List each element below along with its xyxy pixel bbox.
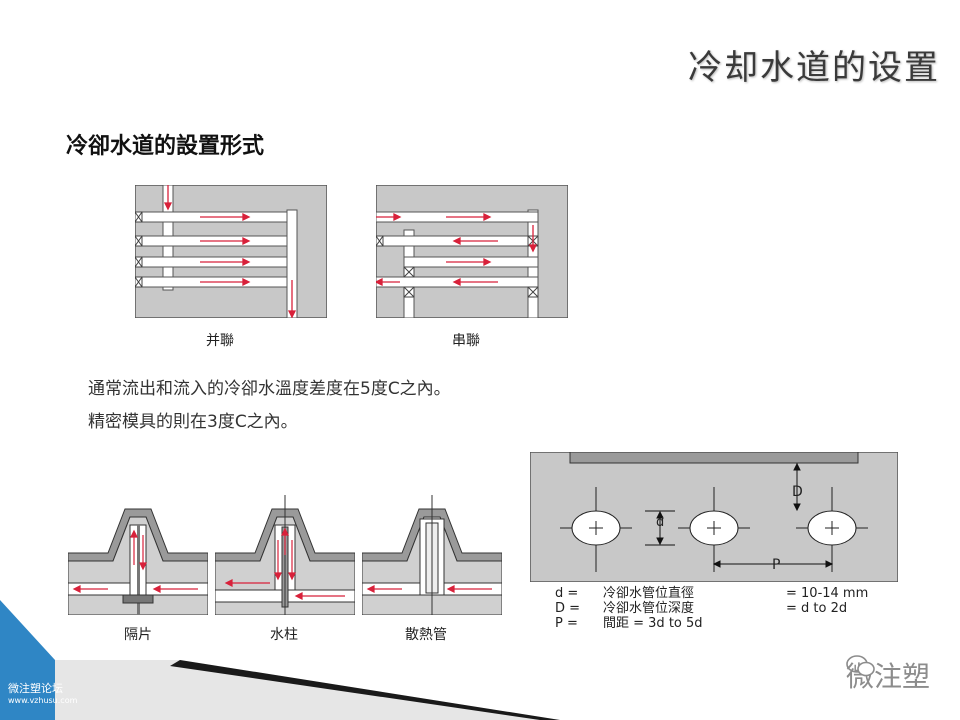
- slide-title: 冷却水道的设置: [688, 48, 940, 88]
- parallel-cooling-diagram: [135, 185, 327, 318]
- legend-row-D: D = 冷卻水管位深度 = d to 2d: [555, 601, 868, 616]
- legend-value: = 10-14 mm: [786, 586, 869, 601]
- wechat-icon: [846, 655, 875, 677]
- parallel-caption: 并聯: [206, 333, 234, 349]
- heat-pipe-caption: 散熱管: [405, 627, 447, 643]
- legend-name: 冷卻水管位直徑: [603, 586, 695, 601]
- baffle-caption: 隔片: [124, 627, 152, 643]
- legend-value: = d to 2d: [786, 601, 848, 616]
- heat-pipe-diagram: [362, 495, 502, 615]
- water-column-diagram: [215, 495, 355, 615]
- baffle-diagram: [68, 508, 208, 615]
- forum-name: 微注塑论坛: [8, 682, 63, 695]
- legend-symbol: D =: [555, 601, 581, 616]
- column-caption: 水柱: [270, 627, 298, 643]
- label-d: d: [656, 515, 665, 530]
- label-D: D: [792, 484, 803, 500]
- wechat-watermark: 微注塑: [846, 655, 930, 695]
- legend-name: 間距 = 3d to 5d: [603, 616, 703, 631]
- section-subtitle: 冷卻水道的設置形式: [66, 134, 265, 159]
- legend-symbol: P =: [555, 616, 578, 631]
- series-cooling-diagram: [376, 185, 568, 318]
- legend-row-P: P = 間距 = 3d to 5d: [555, 616, 868, 631]
- legend-symbol: d =: [555, 586, 579, 601]
- label-P: P: [772, 557, 781, 573]
- forum-logo: 微注塑论坛 www.vzhusu.com: [8, 683, 77, 707]
- channel-layout-diagram: [530, 452, 898, 582]
- corner-wedge-decoration: [0, 600, 560, 720]
- legend-name: 冷卻水管位深度: [603, 601, 695, 616]
- series-caption: 串聯: [452, 333, 480, 349]
- legend-row-d: d = 冷卻水管位直徑 = 10-14 mm: [555, 586, 868, 601]
- dimension-legend: d = 冷卻水管位直徑 = 10-14 mm D = 冷卻水管位深度 = d t…: [555, 586, 868, 631]
- note-line-2: 精密模具的則在3度C之內。: [88, 412, 298, 432]
- forum-url: www.vzhusu.com: [8, 696, 78, 705]
- note-line-1: 通常流出和流入的冷卻水溫度差度在5度C之內。: [88, 379, 451, 399]
